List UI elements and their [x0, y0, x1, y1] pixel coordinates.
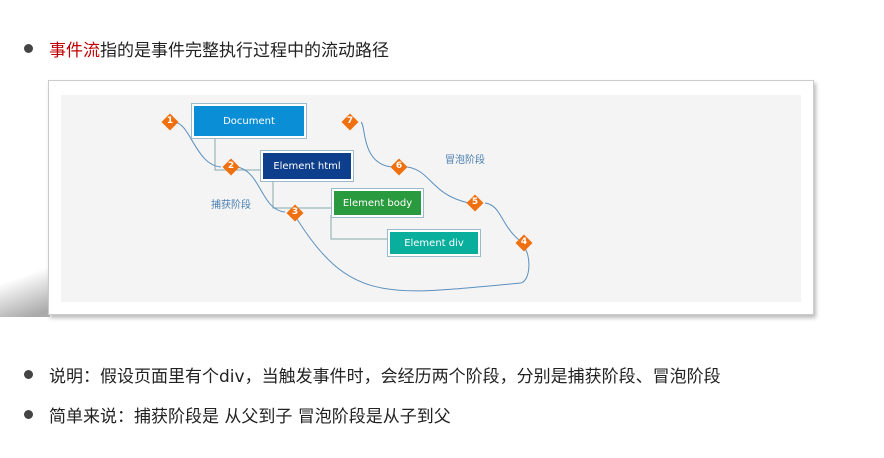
step-marker-3: 3: [286, 204, 304, 222]
diagram-canvas: Document Element html Element body Eleme…: [61, 95, 801, 302]
step-marker-6: 6: [390, 158, 408, 176]
node-label: Element html: [273, 160, 341, 172]
bullet-text: 简单来说：捕获阶段是 从父到子 冒泡阶段是从子到父: [49, 407, 451, 427]
step-number: 6: [395, 161, 403, 171]
step-number: 5: [471, 197, 479, 207]
step-number: 3: [291, 207, 299, 217]
step-number: 7: [346, 116, 354, 126]
step-number: 2: [227, 161, 235, 171]
diagram-image: Document Element html Element body Eleme…: [48, 80, 814, 315]
bubble-arrow: [360, 121, 394, 168]
capture-arrow: [296, 218, 530, 292]
tree-line: [330, 215, 400, 240]
step-marker-5: 5: [466, 194, 484, 212]
diagram-connectors: [174, 121, 530, 292]
bubble-arrow: [484, 202, 520, 241]
capture-phase-label: 捕获阶段: [211, 200, 251, 211]
tree-line: [214, 139, 273, 171]
node-label: Element div: [404, 237, 464, 249]
capture-arrow: [174, 121, 222, 168]
bullet-dot: [24, 370, 33, 379]
step-marker-7: 7: [341, 113, 359, 131]
node-body: Element body: [331, 188, 424, 218]
bullet-explanation: 说明：假设页面里有个div，当触发事件时，会经历两个阶段，分别是捕获阶段、冒泡阶…: [24, 362, 721, 387]
step-marker-4: 4: [515, 234, 533, 252]
bullet-dot: [24, 410, 33, 419]
step-marker-2: 2: [222, 158, 240, 176]
bullet-text: 说明：假设页面里有个div，当触发事件时，会经历两个阶段，分别是捕获阶段、冒泡阶…: [49, 367, 721, 387]
node-html: Element html: [260, 150, 354, 182]
bubble-phase-label: 冒泡阶段: [445, 155, 485, 166]
node-label: Document: [223, 115, 275, 127]
tree-line: [272, 181, 344, 209]
step-number: 4: [520, 237, 528, 247]
step-number: 1: [166, 116, 174, 126]
bubble-arrow: [406, 166, 470, 204]
bullet-text: 指的是事件完整执行过程中的流动路径: [100, 41, 389, 61]
node-div: Element div: [387, 229, 481, 257]
node-label: Element body: [342, 197, 413, 209]
step-marker-1: 1: [161, 113, 179, 131]
bullet-event-flow: 事件流 指的是事件完整执行过程中的流动路径: [24, 36, 389, 61]
bullet-dot: [24, 44, 33, 53]
bullet-summary: 简单来说：捕获阶段是 从父到子 冒泡阶段是从子到父: [24, 402, 451, 427]
node-document: Document: [191, 103, 307, 139]
highlight-term: 事件流: [49, 41, 100, 61]
decorative-shadow: [0, 262, 50, 317]
capture-arrow: [236, 166, 286, 213]
